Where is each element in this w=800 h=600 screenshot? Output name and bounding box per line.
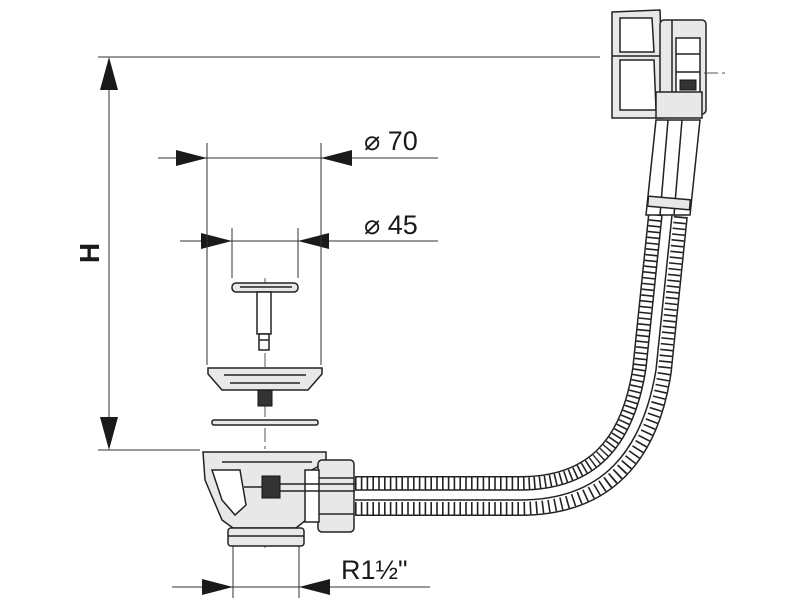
overflow-hose: [355, 212, 688, 516]
strainer-basket: [207, 367, 323, 407]
inner-diameter-dimension: ⌀ 45: [180, 210, 438, 278]
inner-diameter-label: ⌀ 45: [364, 210, 418, 240]
basket-screw: [257, 389, 273, 407]
arrow-left-icon: [299, 579, 330, 595]
outer-diameter-label: ⌀ 70: [364, 126, 418, 156]
overflow-pipe: [645, 119, 701, 216]
drain-outlet: [227, 527, 305, 547]
thread-dimension: R1½": [172, 545, 430, 598]
connector-nut: [317, 459, 355, 533]
gasket: [211, 419, 319, 426]
outer-diameter-dimension: ⌀ 70: [158, 126, 438, 218]
height-label: H: [74, 243, 105, 263]
height-dimension: H: [74, 56, 600, 451]
overflow-head: [611, 9, 728, 119]
stopper-stem-end: [258, 333, 270, 351]
arrow-up-icon: [100, 57, 118, 90]
stopper-stem: [256, 291, 272, 335]
drain-body-window: [210, 469, 247, 517]
hose-inner-cable: [355, 214, 663, 491]
arrow-down-icon: [100, 417, 118, 450]
rod-coupling: [261, 475, 281, 499]
arrow-right-icon: [202, 579, 233, 595]
drain-body: [202, 451, 362, 547]
arrow-left-icon: [321, 150, 352, 166]
stopper-plug: [231, 282, 299, 351]
arrow-left-icon: [298, 233, 329, 249]
thread-label: R1½": [341, 555, 408, 585]
arrow-right-icon: [201, 233, 232, 249]
arrow-right-icon: [176, 150, 207, 166]
